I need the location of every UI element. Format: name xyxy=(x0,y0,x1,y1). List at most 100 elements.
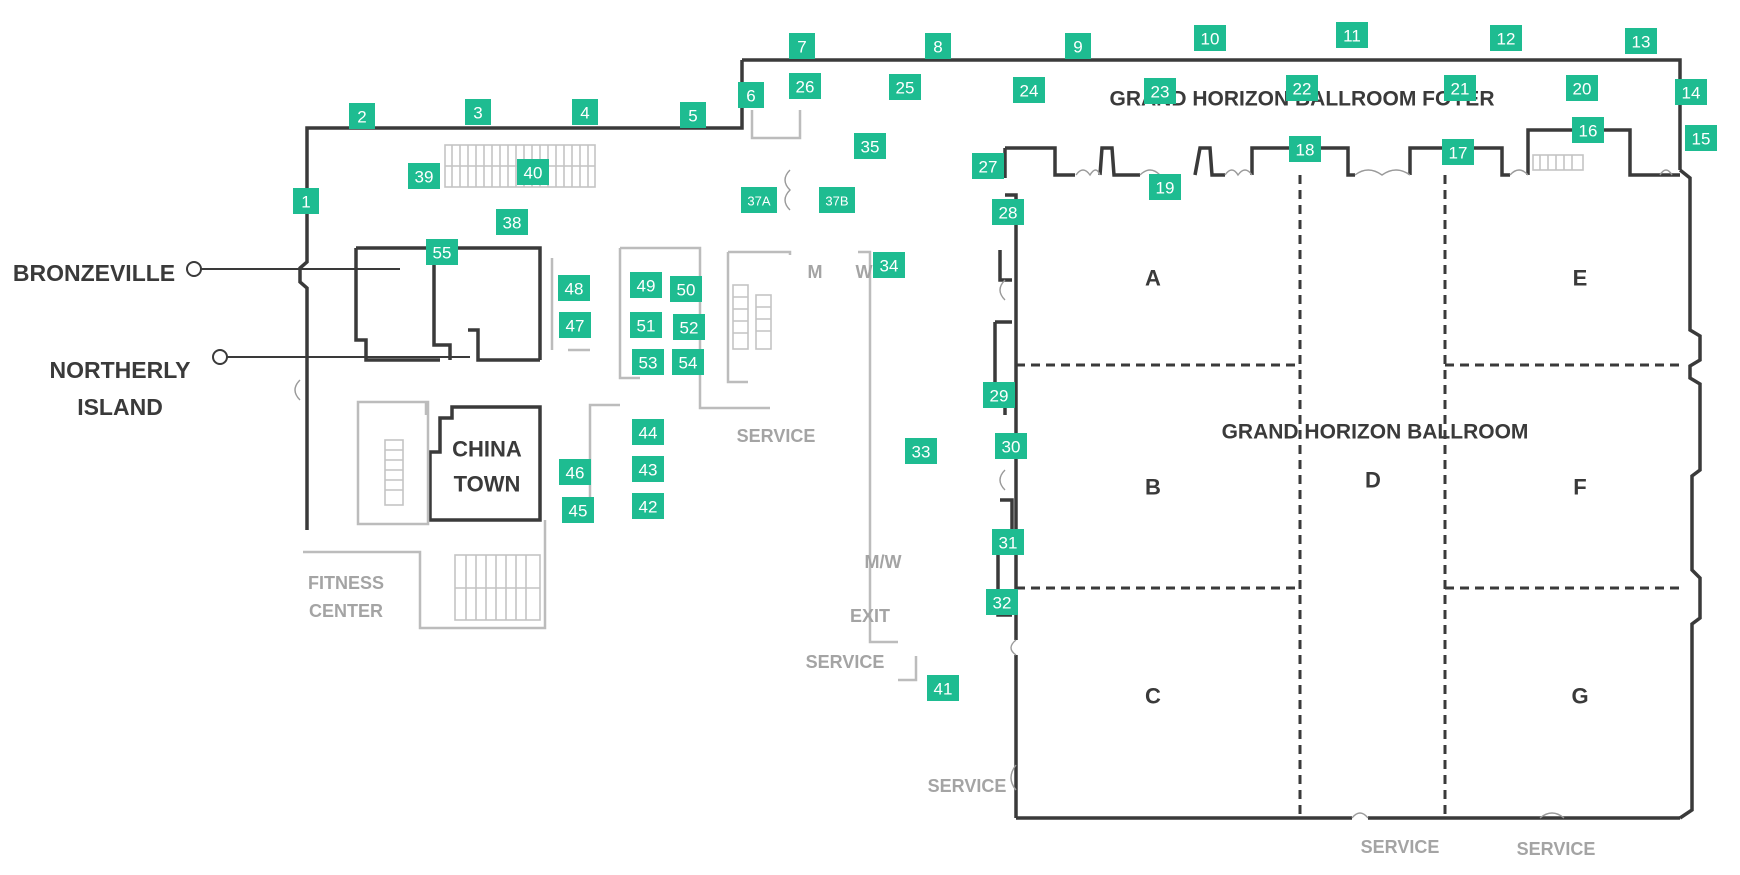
location-marker-10: 10 xyxy=(1194,25,1226,51)
location-marker-box xyxy=(572,99,598,125)
location-marker-box xyxy=(1149,174,1181,200)
location-marker-box xyxy=(1444,75,1476,101)
service-label-4: SERVICE xyxy=(1361,837,1440,857)
location-marker-box xyxy=(873,252,905,278)
location-marker-number: 29 xyxy=(990,387,1009,406)
location-marker-33: 33 xyxy=(905,438,937,464)
location-marker-number: 31 xyxy=(999,534,1018,553)
location-marker-box xyxy=(983,382,1015,408)
location-marker-7: 7 xyxy=(789,33,815,59)
location-marker-box xyxy=(632,493,664,519)
location-marker-4: 4 xyxy=(572,99,598,125)
location-marker-number: 18 xyxy=(1296,141,1315,160)
location-marker-box xyxy=(408,163,440,189)
location-marker-box xyxy=(1572,117,1604,143)
location-marker-number: 23 xyxy=(1151,83,1170,102)
location-marker-box xyxy=(1194,25,1226,51)
location-marker-number: 52 xyxy=(680,319,699,338)
location-marker-number: 51 xyxy=(637,317,656,336)
location-marker-box xyxy=(789,33,815,59)
location-marker-number: 12 xyxy=(1497,30,1516,49)
location-marker-1: 1 xyxy=(293,188,319,214)
location-marker-26: 26 xyxy=(789,73,821,99)
location-marker-number: 6 xyxy=(746,87,755,106)
location-marker-23: 23 xyxy=(1144,78,1176,104)
location-marker-box xyxy=(819,187,855,213)
location-marker-number: 43 xyxy=(639,461,658,480)
location-marker-box xyxy=(517,159,549,185)
location-marker-34: 34 xyxy=(873,252,905,278)
location-marker-number: 20 xyxy=(1573,80,1592,99)
location-marker-box xyxy=(680,102,706,128)
location-marker-box xyxy=(426,239,458,265)
ballroom-label: GRAND HORIZON BALLROOM xyxy=(1222,421,1529,444)
china-town-label-line2: TOWN xyxy=(454,472,521,497)
building-walls xyxy=(298,58,1702,820)
location-marker-22: 22 xyxy=(1286,75,1318,101)
service-label-5: SERVICE xyxy=(1517,839,1596,859)
bronzeville-label: BRONZEVILLE xyxy=(13,260,175,286)
location-marker-box xyxy=(632,419,664,445)
location-marker-47: 47 xyxy=(559,312,591,338)
location-marker-9: 9 xyxy=(1065,33,1091,59)
location-marker-box xyxy=(293,188,319,214)
location-marker-number: 10 xyxy=(1201,30,1220,49)
room-letter-b: B xyxy=(1145,475,1161,500)
location-marker-6: 6 xyxy=(738,82,764,108)
location-marker-box xyxy=(925,33,951,59)
location-marker-39: 39 xyxy=(408,163,440,189)
location-marker-number: 44 xyxy=(639,424,658,443)
location-marker-24: 24 xyxy=(1013,77,1045,103)
location-marker-45: 45 xyxy=(562,497,594,523)
location-marker-number: 54 xyxy=(679,354,698,373)
location-marker-38: 38 xyxy=(496,209,528,235)
location-marker-number: 2 xyxy=(357,108,366,127)
location-marker-number: 28 xyxy=(999,204,1018,223)
location-marker-50: 50 xyxy=(670,276,702,302)
location-marker-box xyxy=(559,459,591,485)
location-marker-35: 35 xyxy=(854,133,886,159)
location-marker-number: 35 xyxy=(861,138,880,157)
location-marker-number: 42 xyxy=(639,498,658,517)
location-marker-19: 19 xyxy=(1149,174,1181,200)
location-marker-16: 16 xyxy=(1572,117,1604,143)
location-marker-box xyxy=(672,349,704,375)
location-marker-box xyxy=(992,199,1024,225)
room-letter-e: E xyxy=(1573,266,1588,291)
location-marker-number: 37B xyxy=(825,194,848,209)
location-marker-box xyxy=(1065,33,1091,59)
location-marker-box xyxy=(1566,75,1598,101)
location-marker-12: 12 xyxy=(1490,25,1522,51)
location-marker-number: 16 xyxy=(1579,122,1598,141)
location-marker-number: 53 xyxy=(639,354,658,373)
ballroom-sections: A B C D E F G xyxy=(1145,266,1589,709)
location-marker-43: 43 xyxy=(632,456,664,482)
location-marker-number: 32 xyxy=(993,594,1012,613)
location-marker-15: 15 xyxy=(1685,125,1717,151)
location-marker-37b: 37B xyxy=(819,187,855,213)
location-marker-number: 4 xyxy=(580,104,589,123)
location-marker-number: 22 xyxy=(1293,80,1312,99)
location-marker-55: 55 xyxy=(426,239,458,265)
location-marker-box xyxy=(1490,25,1522,51)
location-marker-number: 7 xyxy=(797,38,806,57)
location-marker-number: 5 xyxy=(688,107,697,126)
location-marker-number: 41 xyxy=(934,680,953,699)
location-marker-54: 54 xyxy=(672,349,704,375)
service-label-1: SERVICE xyxy=(737,426,816,446)
location-marker-number: 37A xyxy=(747,194,770,209)
location-marker-box xyxy=(738,82,764,108)
location-marker-number: 34 xyxy=(880,257,899,276)
location-marker-box xyxy=(1144,78,1176,104)
location-marker-51: 51 xyxy=(630,312,662,338)
restroom-w-label: W xyxy=(856,262,873,282)
location-marker-11: 11 xyxy=(1336,22,1368,48)
fitness-center-label-line2: CENTER xyxy=(309,601,383,621)
location-marker-number: 9 xyxy=(1073,38,1082,57)
location-marker-49: 49 xyxy=(630,272,662,298)
location-marker-31: 31 xyxy=(992,529,1024,555)
location-marker-52: 52 xyxy=(673,314,705,340)
room-callouts: BRONZEVILLE NORTHERLY ISLAND xyxy=(13,260,470,420)
service-label-2: SERVICE xyxy=(806,652,885,672)
